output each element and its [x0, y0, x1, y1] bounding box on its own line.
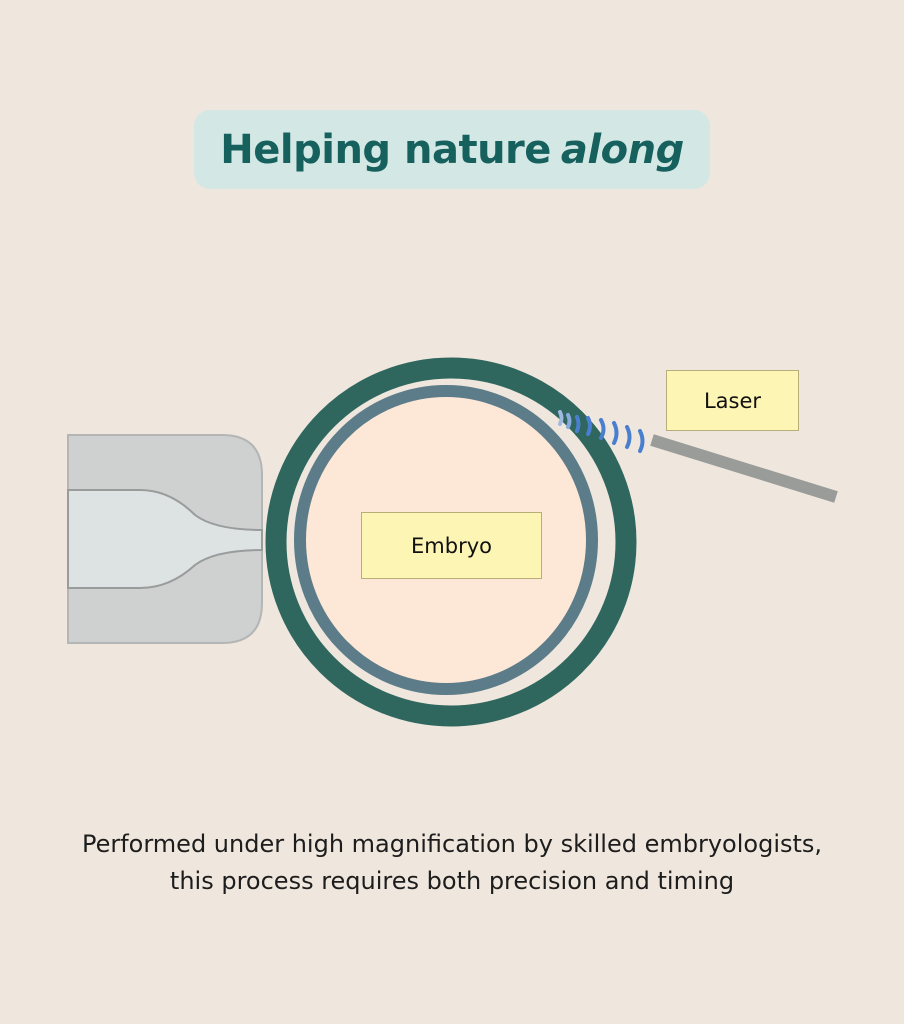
title-text: Helping nature	[220, 126, 551, 173]
laser-pulses	[558, 410, 645, 453]
holding-pipette	[67, 434, 263, 644]
zona-pellucida	[265, 357, 637, 727]
title-emphasis: along	[560, 126, 684, 173]
laser-fiber	[650, 434, 838, 503]
embryo-label: Embryo	[361, 512, 542, 579]
laser-label: Laser	[666, 370, 799, 431]
caption: Performed under high magnification by sk…	[81, 830, 823, 895]
embryo-membrane	[294, 385, 598, 695]
